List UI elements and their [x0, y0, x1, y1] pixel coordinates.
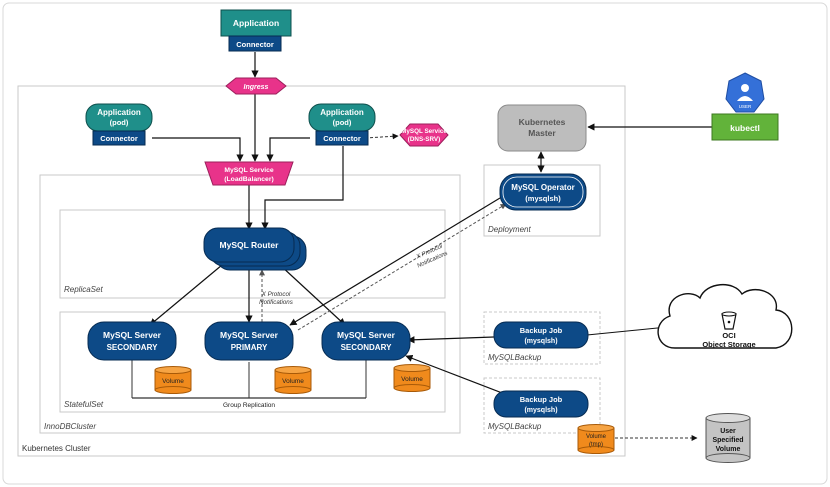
user-volume-line3: Volume [716, 446, 741, 453]
mysql-operator-line1: MySQL Operator [511, 183, 574, 192]
mysql-server-primary: MySQL Server PRIMARY [204, 321, 294, 361]
ingress-label: Ingress [244, 84, 269, 91]
pod-right-sub: (pod) [333, 118, 352, 127]
volume-tmp-line1: Volume [586, 434, 607, 440]
oci-line2: Object Storage [702, 340, 755, 349]
mysql-operator-box [499, 173, 587, 211]
pod-left-connector-label: Connector [100, 134, 138, 143]
mysql-service-dns-hexagon [399, 123, 449, 147]
connector-lines [131, 52, 718, 441]
server-primary-line1: MySQL Server [220, 330, 279, 340]
kubernetes-master-line2: Master [528, 128, 556, 138]
pod-left-connector [92, 130, 146, 146]
user-volume-line2: Specified [712, 437, 743, 444]
mysql-service-lb-trapezoid [204, 161, 294, 186]
mysql-operator-inner-ring [502, 176, 584, 208]
mysql-server-secondary-left: MySQL Server SECONDARY [87, 321, 177, 361]
mysql-backup-box-2 [483, 377, 601, 434]
top-application-connector [228, 35, 282, 52]
deployment-caption: Deployment [488, 225, 531, 234]
stateful-set-box [59, 311, 446, 413]
group-replication-label: Group Replication [223, 402, 275, 409]
mysql-server-secondary-right: MySQL Server SECONDARY [321, 321, 411, 361]
server-primary-line2: PRIMARY [231, 343, 268, 352]
mysql-backup-caption-1: MySQLBackup [488, 353, 542, 362]
pod-left-sub: (pod) [110, 118, 129, 127]
mysql-service-dns-line1: MySQL Service [401, 128, 447, 135]
backup-job-2-line1: Backup Job [520, 395, 563, 404]
innodb-cluster-caption: InnoDBCluster [44, 422, 96, 431]
pod-left-title: Application [97, 108, 141, 117]
top-application-connector-label: Connector [236, 40, 274, 49]
kubernetes-cluster-caption: Kubernetes Cluster [22, 444, 91, 453]
backup-job-2: Backup Job (mysqlsh) [493, 390, 589, 418]
replica-set-caption: ReplicaSet [64, 285, 103, 294]
volume-cylinder-3: Volume [393, 364, 431, 392]
mysql-service-lb-line1: MySQL Service [224, 167, 274, 174]
stateful-set-caption: StatefulSet [64, 400, 104, 409]
top-application: Application Connector [220, 9, 292, 52]
pod-right-connector-label: Connector [323, 134, 361, 143]
mysql-router-label: MySQL Router [220, 240, 280, 250]
mysql-service-lb-line2: (LoadBalancer) [224, 176, 273, 183]
server-right-line1: MySQL Server [337, 330, 396, 340]
volume-tmp-cylinder: Volume (tmp) [577, 424, 615, 454]
kubernetes-master-line1: Kubernetes [519, 117, 566, 127]
volume-label-3: Volume [401, 376, 423, 383]
kubectl-label: kubectl [730, 123, 760, 133]
oci-line1: OCI [722, 331, 735, 340]
backup-job-1-line1: Backup Job [520, 326, 563, 335]
top-application-box [220, 9, 292, 37]
volume-cylinder-2: Volume [274, 366, 312, 394]
volume-label-1: Volume [162, 378, 184, 385]
kubectl-box [711, 113, 779, 141]
backup-job-1: Backup Job (mysqlsh) [493, 321, 589, 349]
ingress-hexagon [225, 77, 287, 95]
user-specified-volume-cylinder: User Specified Volume [705, 413, 751, 463]
user-icon-label: USER [739, 104, 752, 109]
mysql-backup-caption-2: MySQLBackup [488, 422, 542, 431]
pod-right-title: Application [320, 108, 364, 117]
server-right-line2: SECONDARY [341, 343, 392, 352]
mysql-service-dns-line2: (DNS-SRV) [408, 136, 440, 143]
top-application-title: Application [233, 18, 279, 28]
volume-label-2: Volume [282, 378, 304, 385]
backup-job-1-line2: (mysqlsh) [524, 338, 557, 345]
volume-tmp-line2: (tmp) [589, 442, 603, 448]
server-left-line2: SECONDARY [107, 343, 158, 352]
oci-object-storage-cloud: OCI Object Storage [657, 284, 793, 349]
bucket-icon [721, 311, 737, 330]
x-protocol-mid-line1: X Protocol [261, 291, 291, 298]
pod-right-connector [315, 130, 369, 146]
mysql-backup-box-1 [483, 311, 601, 365]
x-protocol-mid-line2: Notifications [259, 299, 293, 306]
user-icon: USER [725, 72, 765, 113]
mysql-router: MySQL Router [203, 227, 307, 271]
mysql-operator-line2: (mysqlsh) [525, 194, 561, 203]
kubernetes-master-box [497, 104, 587, 152]
volume-cylinder-1: Volume [154, 366, 192, 394]
server-left-line1: MySQL Server [103, 330, 162, 340]
user-volume-line1: User [720, 428, 736, 435]
application-pod-left: Application (pod) Connector [85, 103, 153, 146]
replica-set-box [59, 209, 446, 299]
application-pod-right: Application (pod) Connector [308, 103, 376, 146]
backup-job-2-line2: (mysqlsh) [524, 407, 557, 414]
kubernetes-cluster-box [17, 85, 626, 457]
